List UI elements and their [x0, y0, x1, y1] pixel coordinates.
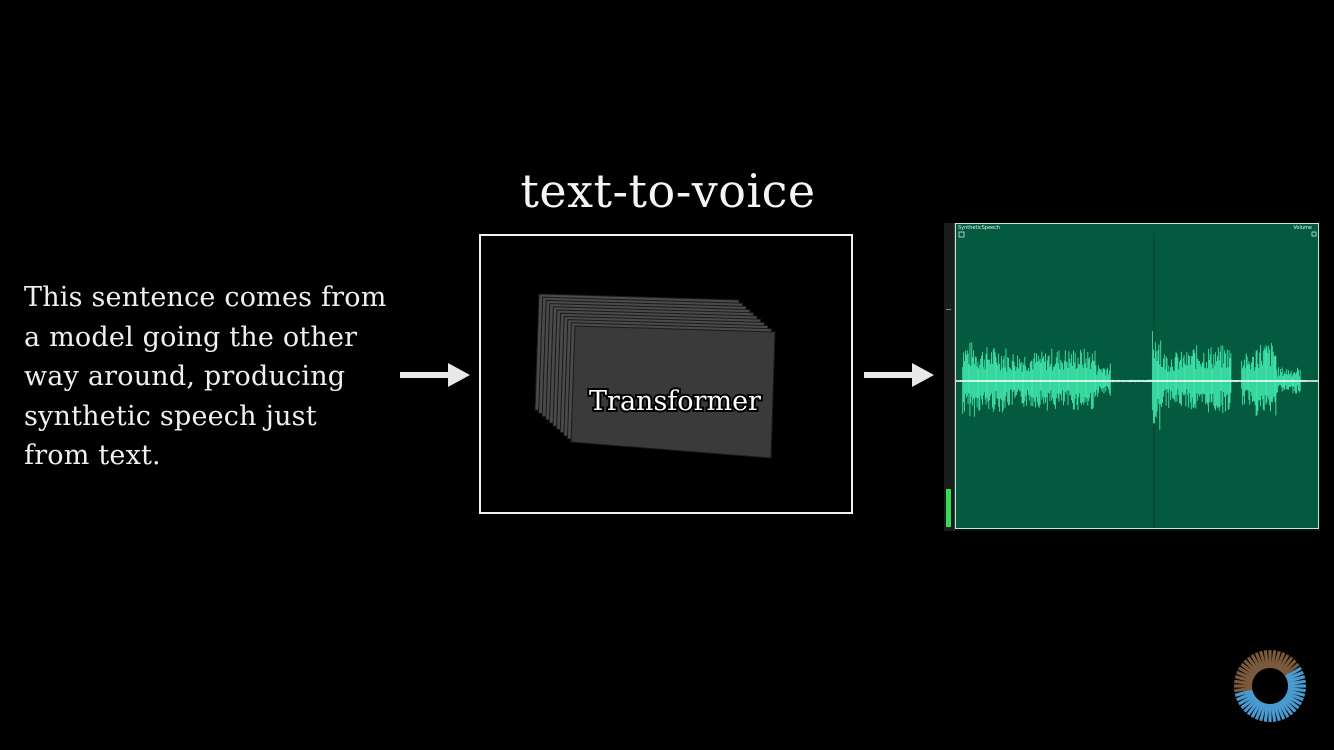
- corner-handle: [958, 231, 965, 238]
- logo-ray: [1259, 702, 1267, 722]
- logo-ray: [1283, 695, 1300, 710]
- logo-ray: [1259, 650, 1267, 670]
- volume-label: Volume: [1293, 225, 1312, 231]
- level-meter: [944, 223, 955, 531]
- input-line: This sentence comes from: [24, 282, 387, 313]
- transformer-stack: Transformer: [534, 293, 776, 459]
- logo-ray: [1238, 666, 1256, 679]
- waveform-svg: [956, 231, 1318, 528]
- logo-ray: [1281, 697, 1297, 713]
- logo-ray: [1263, 650, 1270, 669]
- waveform-panel: SyntheticSpeech Volume: [944, 223, 1320, 531]
- logo-ray: [1286, 689, 1306, 697]
- logo-ray: [1234, 675, 1254, 683]
- logo-ray: [1270, 703, 1277, 722]
- logo-ray: [1238, 693, 1256, 706]
- stage-title: text-to-voice: [520, 164, 816, 218]
- logo-ray: [1279, 699, 1294, 716]
- logo-ray: [1246, 656, 1261, 673]
- input-line: way around, producing: [24, 361, 346, 392]
- logo-ray: [1234, 679, 1253, 686]
- logo-ray: [1279, 656, 1294, 673]
- logo-ray: [1286, 670, 1304, 681]
- logo-ray: [1234, 689, 1254, 697]
- corner-handle: [1311, 231, 1317, 237]
- transformer-layer: [570, 325, 776, 459]
- input-line: from text.: [24, 440, 161, 471]
- logo-ray: [1284, 666, 1302, 679]
- logo-ray: [1234, 686, 1253, 693]
- logo-ray: [1236, 691, 1254, 702]
- input-arrow: [400, 363, 470, 387]
- logo-ray: [1270, 650, 1277, 669]
- track-name: SyntheticSpeech: [958, 225, 1001, 231]
- logo-ray: [1286, 675, 1306, 683]
- logo-ray: [1281, 659, 1297, 675]
- logo-ray: [1250, 700, 1263, 718]
- channel-logo-icon: [1234, 650, 1306, 722]
- logo-ray: [1275, 702, 1286, 720]
- logo-ray: [1273, 650, 1281, 670]
- logo-ray: [1254, 702, 1265, 720]
- logo-ray: [1240, 662, 1257, 677]
- input-line: synthetic speech just: [24, 400, 317, 432]
- logo-ray: [1263, 703, 1270, 722]
- logo-ray: [1286, 691, 1304, 702]
- logo-ray: [1284, 693, 1302, 706]
- logo-ray: [1240, 695, 1257, 710]
- level-meter-tick: [946, 309, 951, 310]
- logo-ray: [1236, 670, 1254, 681]
- logo-ray: [1277, 700, 1290, 718]
- logo-ray: [1246, 699, 1261, 716]
- logo-ray: [1287, 686, 1306, 693]
- level-meter-fill: [946, 489, 951, 527]
- transformer-label: Transformer: [589, 386, 761, 417]
- input-line: a model going the other: [24, 321, 358, 353]
- model-box: Transformer: [479, 234, 853, 514]
- logo-ray: [1250, 654, 1263, 672]
- logo-ray: [1275, 652, 1286, 670]
- output-arrow: [864, 363, 934, 387]
- logo-ray: [1243, 697, 1259, 713]
- logo-ray: [1243, 659, 1259, 675]
- input-sentence: This sentence comes from a model going t…: [24, 278, 394, 476]
- logo-ray: [1254, 652, 1265, 670]
- logo-ray: [1277, 654, 1290, 672]
- waveform-track[interactable]: SyntheticSpeech Volume: [955, 223, 1319, 529]
- logo-ray: [1273, 702, 1281, 722]
- logo-ray: [1287, 679, 1306, 686]
- logo-ray: [1283, 662, 1300, 677]
